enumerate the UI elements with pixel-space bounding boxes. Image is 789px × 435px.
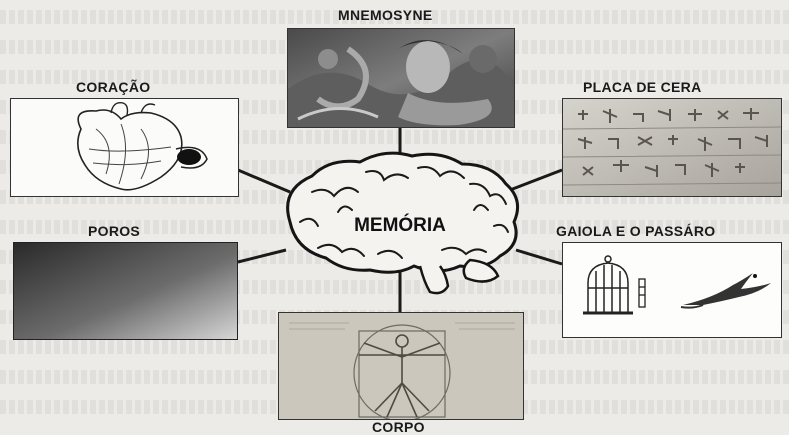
memoria-center-label: MEMÓRIA — [354, 214, 446, 236]
